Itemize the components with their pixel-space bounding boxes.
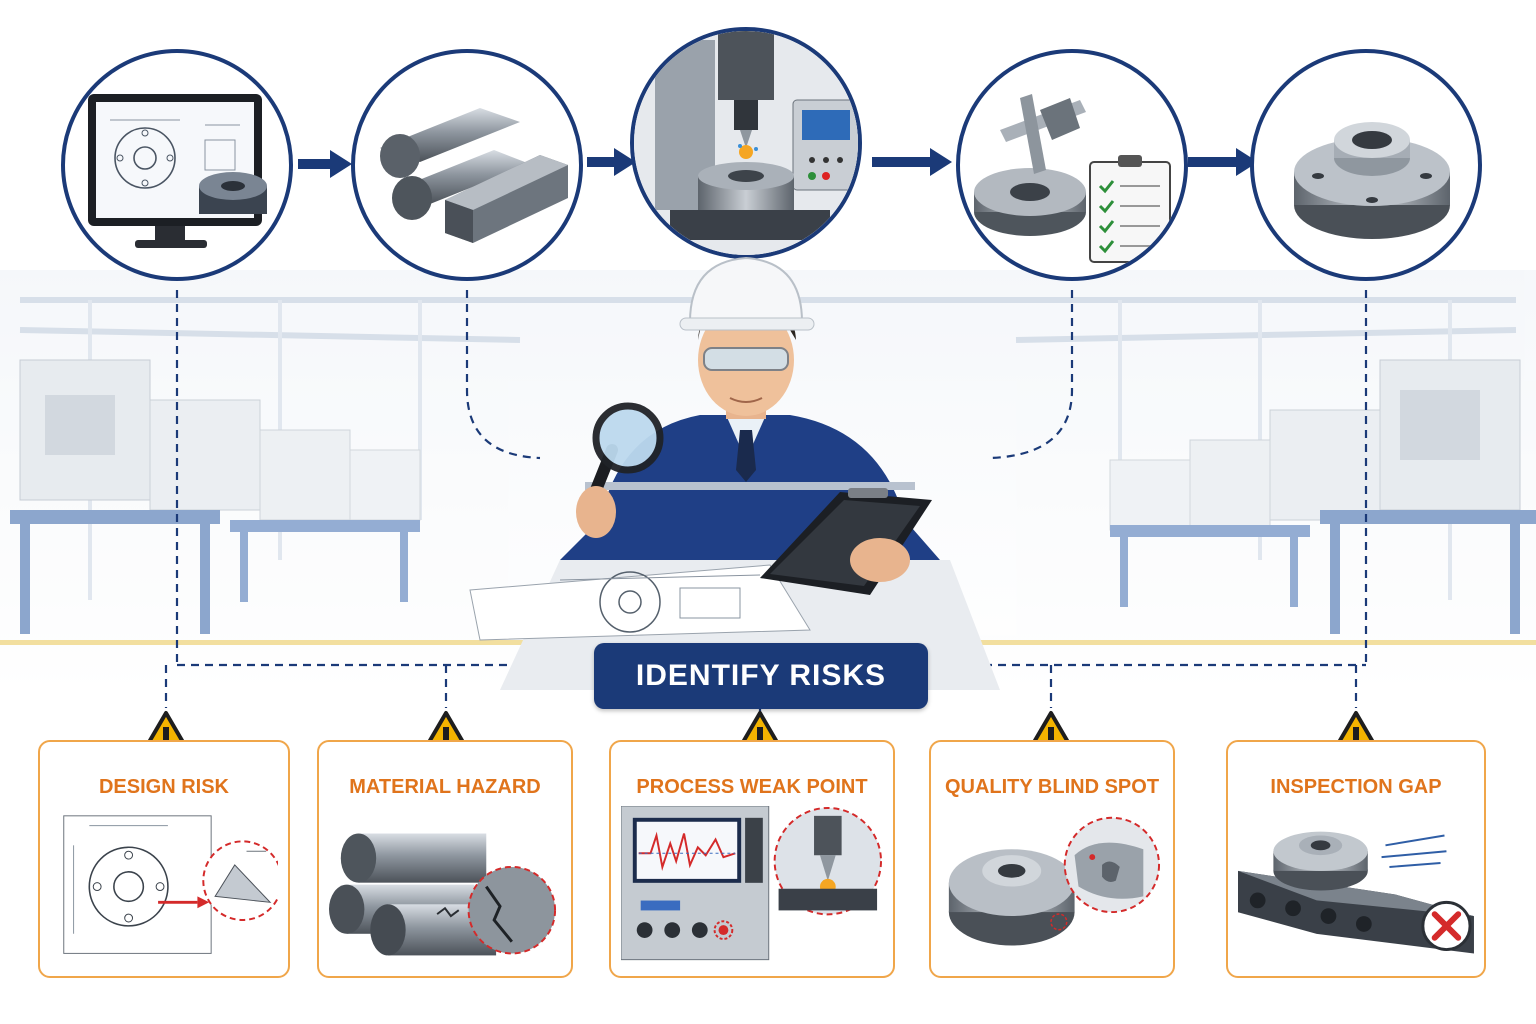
conveyor-part-icon bbox=[1238, 831, 1474, 954]
arrow-icon bbox=[298, 150, 352, 178]
cad-monitor-icon bbox=[88, 94, 267, 248]
banner-label: IDENTIFY RISKS bbox=[635, 659, 887, 692]
metal-stock-icon bbox=[380, 108, 568, 243]
caliper-checklist-icon bbox=[974, 94, 1171, 263]
arrow-icon bbox=[872, 148, 952, 176]
risk-card-title: INSPECTION GAP bbox=[1270, 776, 1442, 798]
risk-card-title: DESIGN RISK bbox=[98, 776, 230, 798]
step-machining-circle bbox=[630, 27, 862, 259]
tablet-icon bbox=[760, 488, 932, 595]
risk-card-process: PROCESS WEAK POINT bbox=[609, 740, 895, 978]
step-measurement-circle bbox=[956, 49, 1188, 281]
cracked-bar-icon bbox=[329, 833, 557, 956]
step-material-circle bbox=[351, 49, 583, 281]
step-design-circle bbox=[61, 49, 293, 281]
risk-card-quality: QUALITY BLIND SPOT bbox=[929, 740, 1175, 978]
risk-card-title: PROCESS WEAK POINT bbox=[636, 776, 868, 798]
design-drawing-icon bbox=[63, 815, 278, 954]
arrow-icon bbox=[587, 148, 636, 176]
risk-card-title: QUALITY BLIND SPOT bbox=[944, 776, 1160, 798]
risk-card-material: MATERIAL HAZARD bbox=[317, 740, 573, 978]
close-icon bbox=[1421, 900, 1472, 952]
machine-vibration-icon bbox=[621, 806, 882, 961]
flange-part-icon bbox=[1294, 122, 1450, 239]
magnifier-icon bbox=[576, 402, 664, 538]
arrow-icon bbox=[1188, 148, 1258, 176]
dashed-connectors bbox=[164, 290, 1368, 718]
risk-card-title: MATERIAL HAZARD bbox=[349, 776, 541, 798]
cnc-mill-icon bbox=[634, 31, 858, 255]
risk-card-inspection: INSPECTION GAP bbox=[1226, 740, 1486, 978]
identify-risks-banner: IDENTIFY RISKS bbox=[594, 643, 928, 709]
risk-card-design: DESIGN RISK bbox=[38, 740, 290, 978]
step-finished-circle bbox=[1250, 49, 1482, 281]
defective-flange-icon bbox=[948, 816, 1161, 946]
flow-arrows bbox=[298, 148, 1258, 178]
